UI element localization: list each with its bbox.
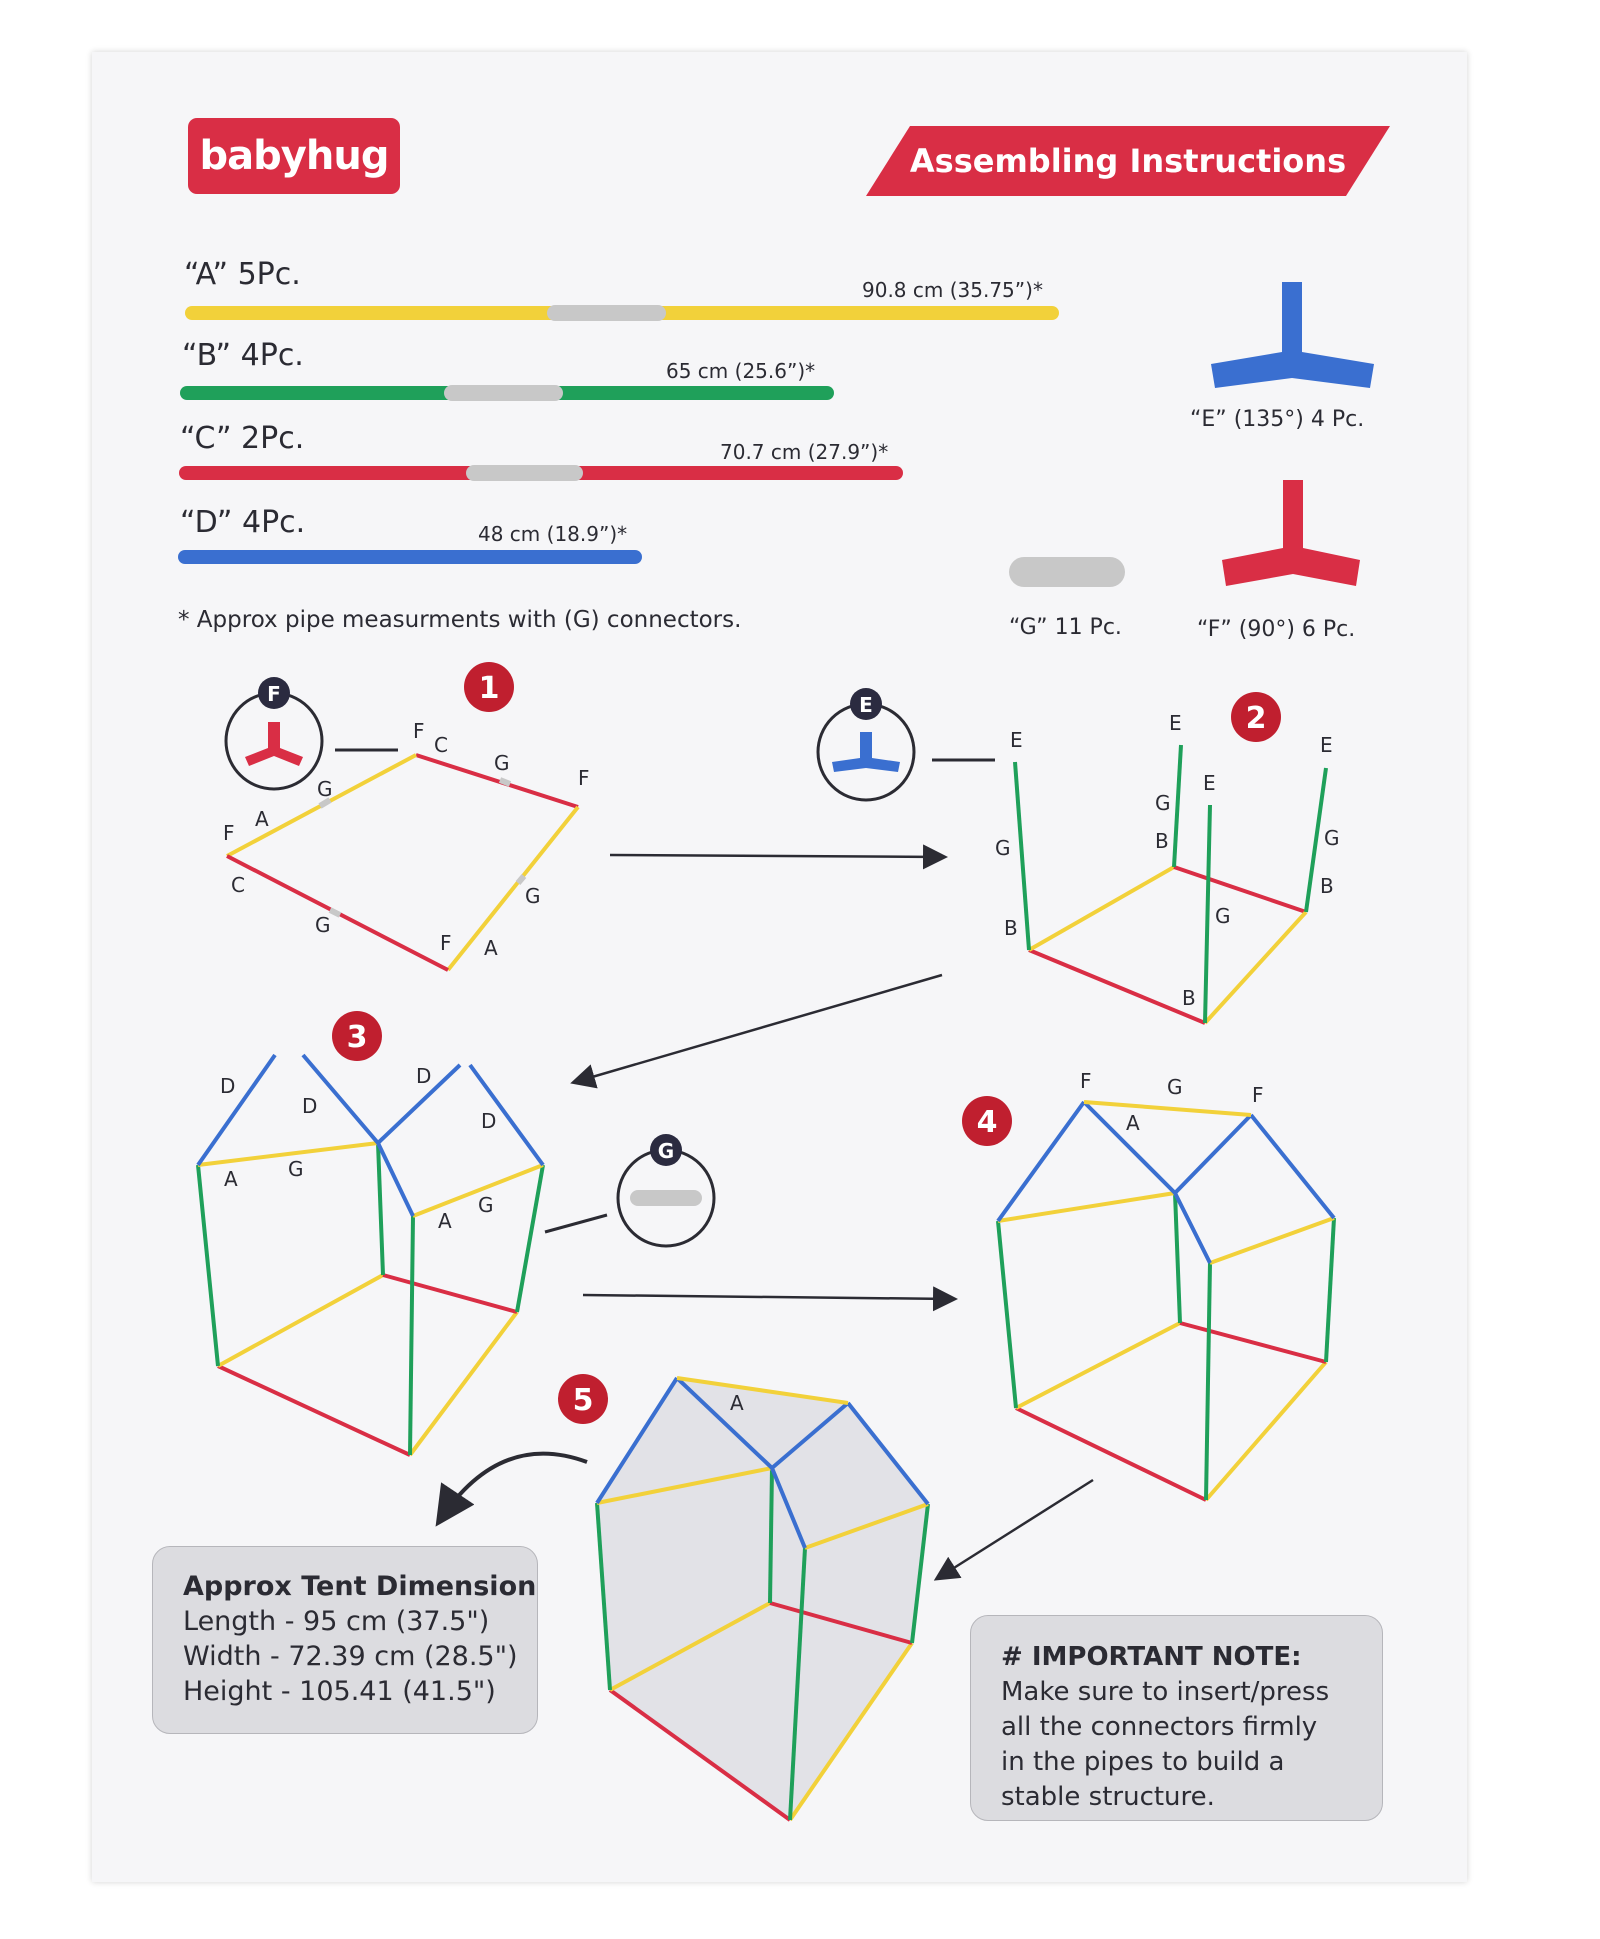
brand-logo: babyhug: [188, 118, 400, 194]
svg-text:A: A: [1126, 1111, 1140, 1135]
note-line: Make sure to insert/press: [1001, 1677, 1330, 1707]
connector-f-icon: [1222, 480, 1360, 586]
svg-text:C: C: [434, 733, 448, 757]
dimensions-heading: Approx Tent Dimension: [183, 1571, 537, 1602]
svg-text:G: G: [315, 913, 331, 937]
svg-text:F: F: [1252, 1083, 1264, 1107]
step-2-frame: E E E E G G G G B B B B: [995, 711, 1340, 1025]
pipe-c-label: “C” 2Pc.: [180, 421, 305, 456]
svg-text:E: E: [859, 693, 873, 717]
pipe-bars: [178, 305, 1059, 564]
step-1-badge: 1: [464, 662, 514, 712]
note-line: in the pipes to build a: [1001, 1747, 1285, 1777]
step-5-tent: A: [595, 1376, 930, 1822]
svg-text:G: G: [995, 836, 1011, 860]
callout-g: G: [544, 1134, 716, 1248]
svg-text:G: G: [1155, 791, 1171, 815]
step-5-badge: 5: [558, 1374, 608, 1424]
note-line: stable structure.: [1001, 1782, 1215, 1812]
svg-text:3: 3: [347, 1020, 368, 1055]
pipe-a-measurement: 90.8 cm (35.75”)*: [862, 278, 1043, 302]
svg-text:1: 1: [479, 671, 500, 706]
svg-text:F: F: [413, 719, 425, 743]
svg-text:G: G: [1215, 904, 1231, 928]
dimension-width: Width - 72.39 cm (28.5"): [183, 1641, 518, 1672]
dimension-length: Length - 95 cm (37.5"): [183, 1606, 490, 1637]
tent-dimensions-box: Approx Tent Dimension Length - 95 cm (37…: [152, 1546, 538, 1734]
svg-text:G: G: [494, 751, 510, 775]
footnote: * Approx pipe measurments with (G) conne…: [178, 607, 742, 633]
svg-text:F: F: [440, 931, 452, 955]
connector-g-label: “G” 11 Pc.: [1009, 615, 1122, 640]
page-title: Assembling Instructions: [866, 126, 1390, 196]
svg-text:F: F: [1080, 1069, 1092, 1093]
note-line: all the connectors firmly: [1001, 1712, 1318, 1742]
svg-text:G: G: [1167, 1075, 1183, 1099]
callout-f: F: [224, 677, 398, 791]
svg-text:G: G: [478, 1193, 494, 1217]
svg-text:G: G: [288, 1157, 304, 1181]
svg-text:E: E: [1169, 711, 1182, 735]
pipe-a-label: “A” 5Pc.: [184, 257, 301, 292]
svg-text:D: D: [220, 1074, 235, 1098]
connector-g-icon: [1009, 557, 1125, 587]
svg-text:G: G: [1324, 826, 1340, 850]
svg-text:C: C: [231, 873, 245, 897]
svg-text:A: A: [255, 807, 269, 831]
pipe-d-measurement: 48 cm (18.9”)*: [478, 522, 628, 546]
svg-text:D: D: [416, 1064, 431, 1088]
svg-text:F: F: [223, 821, 235, 845]
svg-text:E: E: [1203, 771, 1216, 795]
svg-text:F: F: [578, 766, 590, 790]
step-3-frame: D D D D A G A G: [196, 1053, 545, 1457]
dimension-height: Height - 105.41 (41.5"): [183, 1676, 496, 1707]
svg-text:E: E: [1010, 728, 1023, 752]
note-heading: # IMPORTANT NOTE:: [1001, 1642, 1302, 1672]
callout-e: E: [816, 688, 995, 802]
svg-text:A: A: [484, 936, 498, 960]
pipe-b-label: “B” 4Pc.: [182, 338, 304, 373]
svg-text:F: F: [267, 682, 281, 706]
pipe-d-label: “D” 4Pc.: [180, 505, 306, 540]
pipe-b-measurement: 65 cm (25.6”)*: [666, 359, 816, 383]
svg-text:B: B: [1182, 986, 1196, 1010]
connector-e-label: “E” (135°) 4 Pc.: [1190, 407, 1365, 432]
svg-text:A: A: [224, 1167, 238, 1191]
step-2-badge: 2: [1231, 692, 1281, 742]
flow-arrows: [435, 844, 1094, 1581]
step-4-frame: F G F A: [996, 1069, 1336, 1502]
svg-text:A: A: [730, 1391, 744, 1415]
svg-text:D: D: [302, 1094, 317, 1118]
svg-text:B: B: [1155, 829, 1169, 853]
svg-text:A: A: [438, 1209, 452, 1233]
connector-e-icon: [1211, 282, 1374, 388]
important-note-box: # IMPORTANT NOTE: Make sure to insert/pr…: [970, 1615, 1383, 1821]
svg-text:5: 5: [573, 1383, 594, 1418]
step-3-badge: 3: [332, 1011, 382, 1061]
connector-f-label: “F” (90°) 6 Pc.: [1197, 617, 1356, 642]
svg-text:2: 2: [1246, 701, 1267, 736]
pipe-c-measurement: 70.7 cm (27.9”)*: [720, 440, 889, 464]
svg-text:G: G: [658, 1139, 674, 1163]
svg-text:D: D: [481, 1109, 496, 1133]
svg-text:E: E: [1320, 733, 1333, 757]
svg-text:4: 4: [977, 1105, 998, 1140]
svg-text:G: G: [317, 777, 333, 801]
svg-text:B: B: [1004, 916, 1018, 940]
svg-text:B: B: [1320, 874, 1334, 898]
step-4-badge: 4: [962, 1096, 1012, 1146]
svg-text:G: G: [525, 884, 541, 908]
